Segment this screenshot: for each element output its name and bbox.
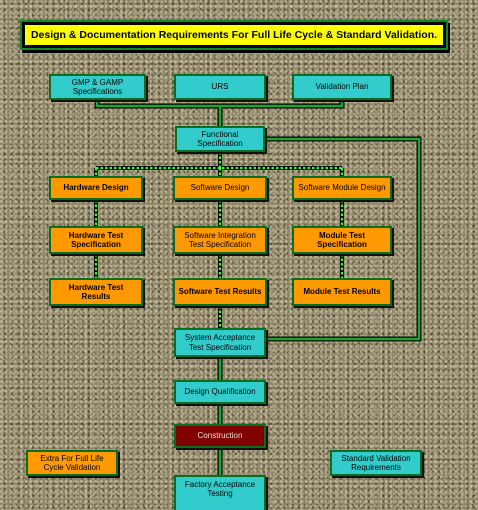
box-software-integration-test-specification: Software Integration Test Specification (173, 226, 267, 254)
line-test-spec-to-results (94, 254, 344, 278)
line-functional-design-bus (94, 152, 344, 176)
box-construction: Construction (174, 424, 266, 448)
line-functional-system-acceptance (265, 137, 421, 341)
box-hardware-test-specification: Hardware Test Specification (49, 226, 143, 254)
box-system-acceptance-test-specification: System Acceptance Test Specification (174, 328, 266, 357)
diagram-title: Design & Documentation Requirements For … (30, 29, 438, 41)
box-urs: URS (174, 74, 266, 100)
line-top-bus (95, 100, 344, 108)
box-design-qualification: Design Qualification (174, 380, 266, 404)
box-software-module-design: Software Module Design (292, 176, 392, 200)
box-module-test-results: Module Test Results (292, 278, 392, 306)
box-factory-acceptance-testing: Factory Acceptance Testing (174, 475, 266, 510)
box-functional-specification: Functional Specification (175, 126, 265, 152)
legend-full-life-cycle: Extra For Full Life Cycle Validation (26, 450, 118, 476)
legend-standard-validation: Standard Validation Requirements (330, 450, 422, 476)
box-gmp-gamp-specifications: GMP & GAMP Specifications (49, 74, 146, 100)
box-hardware-design: Hardware Design (49, 176, 143, 200)
box-hardware-test-results: Hardware Test Results (49, 278, 143, 306)
box-validation-plan: Validation Plan (292, 74, 392, 100)
box-software-design: Software Design (173, 176, 267, 200)
box-software-test-results: Software Test Results (173, 278, 267, 306)
dotted-connectors (94, 152, 344, 328)
solid-connectors (95, 100, 421, 475)
box-module-test-specification: Module Test Specification (292, 226, 392, 254)
diagram-title-banner: Design & Documentation Requirements For … (22, 22, 446, 48)
